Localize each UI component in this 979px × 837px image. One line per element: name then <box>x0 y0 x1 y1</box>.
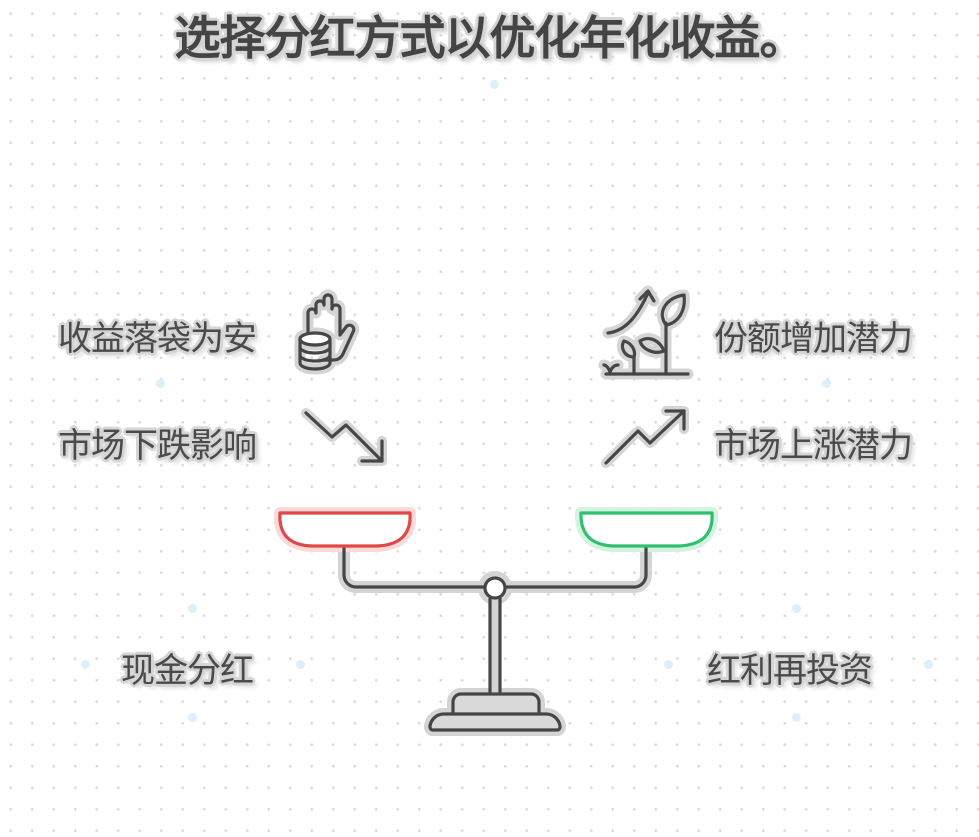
accent-dot <box>81 660 90 669</box>
option-label-dividend-reinvestment: 红利再投资 <box>707 651 873 691</box>
accent-dot <box>822 379 831 388</box>
point-label-market-rise: 市场上涨潜力 <box>714 426 913 466</box>
accent-dot <box>792 713 801 722</box>
point-label-market-drop: 市场下跌影响 <box>58 426 257 466</box>
accent-dot <box>188 604 197 613</box>
trend-down-icon <box>301 408 387 466</box>
trend-up-icon <box>601 406 689 468</box>
right-pan-green <box>579 511 714 548</box>
left-pan-red <box>278 511 412 548</box>
hand-coins-icon <box>294 289 360 375</box>
point-label-share-growth: 份额增加潜力 <box>714 319 913 359</box>
accent-dot <box>664 660 673 669</box>
accent-dot <box>296 660 305 669</box>
point-label-secure-gains: 收益落袋为安 <box>58 319 257 359</box>
accent-dot <box>792 604 801 613</box>
accent-dot <box>156 379 165 388</box>
accent-dot <box>188 713 197 722</box>
option-label-cash-dividend: 现金分红 <box>121 651 254 691</box>
accent-dot <box>490 80 499 89</box>
accent-dot <box>924 660 933 669</box>
plant-growth-icon <box>598 285 694 380</box>
page-title: 选择分红方式以优化年化收益。 <box>174 11 806 65</box>
